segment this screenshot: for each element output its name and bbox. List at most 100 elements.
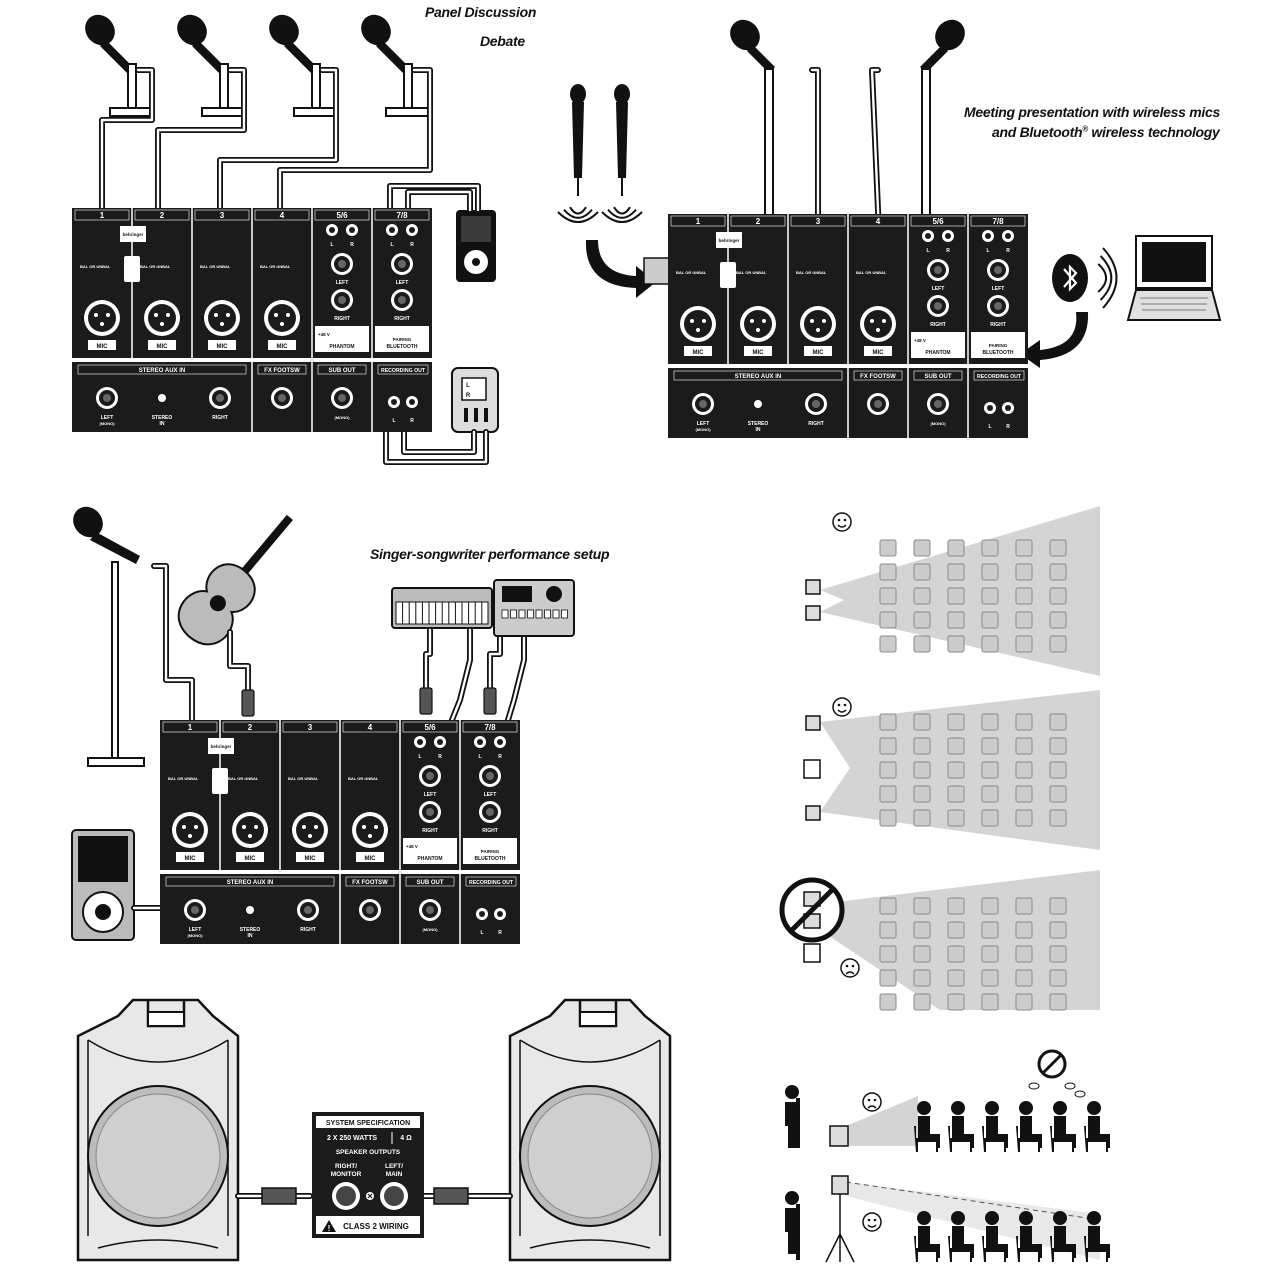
left-jack (479, 765, 501, 787)
presenter-icon (785, 1085, 799, 1148)
channel-header (462, 721, 518, 733)
registered-mark: ® (1082, 124, 1088, 134)
coverage-area (846, 1182, 1100, 1260)
release-button-mark (367, 1193, 373, 1199)
mic-head (730, 19, 760, 51)
channel-number: 1 (696, 217, 701, 226)
audience-chair (879, 993, 897, 1011)
in-label: IN (248, 933, 253, 939)
jack-plug (483, 687, 497, 715)
cable-core (402, 428, 476, 454)
brand-label: behringer (123, 232, 144, 237)
audience-chair (981, 993, 999, 1011)
l-label: L (330, 242, 333, 248)
face (840, 958, 860, 978)
speaker-height-incorrect (785, 1049, 1110, 1152)
usb-port (720, 262, 736, 288)
charger-l: L (466, 383, 470, 389)
audience-chair (913, 921, 931, 939)
cable-core (488, 636, 502, 690)
audience-chair (913, 897, 931, 915)
jack-hole (426, 772, 434, 780)
guitar-soundhole (209, 595, 226, 612)
rca-center (497, 739, 503, 745)
rca-jack (494, 908, 506, 920)
floor-speaker (829, 1125, 849, 1147)
guitar-neck (241, 514, 293, 574)
audience-chair (947, 611, 965, 629)
head (985, 1101, 999, 1115)
rca-jack (406, 224, 418, 236)
audience-icon (948, 1101, 974, 1152)
audience-chair (947, 563, 965, 581)
audience-icon (1016, 1211, 1042, 1262)
audience-chair (981, 785, 999, 803)
left-label: LEFT (424, 792, 437, 798)
audience-chair (1049, 945, 1067, 963)
presenter-icon (785, 1191, 799, 1254)
audience-chair (1015, 761, 1033, 779)
audience-chair (913, 785, 931, 803)
section-header (465, 876, 517, 887)
mic-label: MIC (185, 856, 197, 862)
chair (1084, 1236, 1108, 1262)
spec-ohms: 4 Ω (400, 1135, 412, 1142)
rca-jack (942, 230, 954, 242)
bal-unbal-label: BAL OR UNBAL (676, 270, 707, 275)
xlr-pin (274, 313, 278, 317)
pad-button (501, 609, 509, 619)
r-label: R (410, 242, 414, 248)
channel-header (790, 215, 846, 227)
xlr-pin (374, 825, 378, 829)
face (862, 1212, 882, 1232)
channel-number: 2 (248, 723, 253, 732)
rca-center (985, 233, 991, 239)
handle-grip (579, 1011, 617, 1027)
thought-bubble (1064, 1082, 1076, 1090)
audience-chair (1049, 587, 1067, 605)
audience-chair (1015, 713, 1033, 731)
mic-head (361, 14, 391, 46)
audience-chair (947, 921, 965, 939)
audience-chair (913, 809, 931, 827)
chair (1050, 1126, 1074, 1152)
cable-core (156, 68, 246, 252)
audience-chair (879, 635, 897, 653)
speaker-box (805, 605, 821, 621)
mic-stand (796, 1098, 800, 1148)
audience-chair (913, 993, 931, 1011)
rca-center (987, 405, 993, 411)
audience-chair (1049, 993, 1067, 1011)
raised-speaker (831, 1175, 849, 1195)
drum-machine-screen (502, 586, 532, 602)
left-jack (391, 253, 413, 275)
rca-center (409, 227, 415, 233)
stereo-in-jack (158, 394, 166, 402)
bluetooth-wave (1097, 263, 1108, 293)
audience-chair (1049, 969, 1067, 987)
mic-input-jack (860, 306, 896, 342)
cable (227, 629, 251, 693)
right-label: RIGHT (482, 828, 498, 834)
audience-icon (1084, 1211, 1110, 1262)
audience-chair (913, 611, 931, 629)
audience-chair (947, 785, 965, 803)
channel-header (314, 209, 370, 221)
xlr-pin (816, 328, 820, 332)
mic-tag (176, 852, 204, 862)
jack-hole (191, 906, 199, 914)
audience-chair (913, 563, 931, 581)
channel-number: 4 (876, 217, 881, 226)
audience-chair (947, 945, 965, 963)
no-hearing-slash (1041, 1053, 1063, 1075)
channel-number: 5/6 (424, 723, 436, 732)
no-hearing-icon (1037, 1049, 1067, 1079)
face (832, 697, 852, 717)
l-label: L (986, 248, 989, 254)
player-wheel-center (95, 904, 111, 920)
audience-chair (1015, 785, 1033, 803)
cable (277, 67, 433, 253)
cable-core (388, 184, 480, 218)
section-header (165, 876, 335, 887)
mic-body (572, 102, 584, 178)
